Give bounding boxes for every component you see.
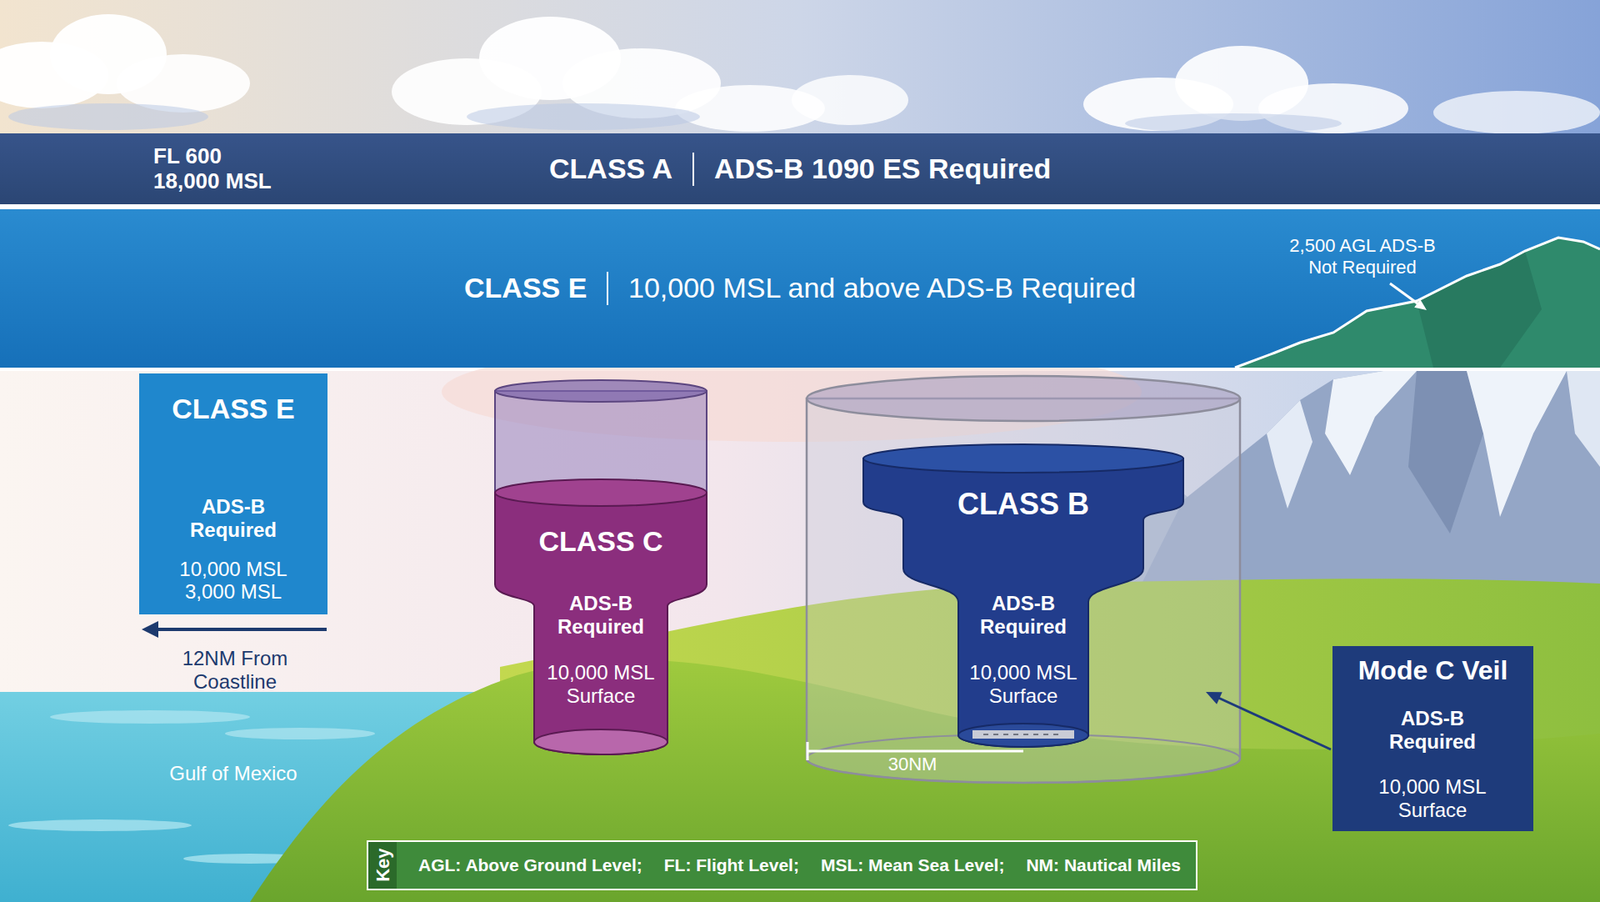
- mode-c-veil-box: Mode C VeilADS-B Required 10,000 MSL Surf…: [1332, 645, 1534, 831]
- key-entry: AGL: Above Ground Level;: [418, 855, 643, 875]
- class-e-band: CLASS E 10,000 MSL and above ADS-B Requir…: [0, 209, 1600, 368]
- key-entry: FL: Flight Level;: [664, 855, 800, 875]
- airspace-title: CLASS A: [549, 152, 673, 185]
- key-heading: Key: [371, 848, 393, 882]
- airspace-title: CLASS B: [862, 486, 1185, 521]
- mountain-snow: [1266, 400, 1313, 509]
- separator-bar: [692, 152, 695, 186]
- key-box: Key AGL: Above Ground Level; FL: Flight Le…: [366, 840, 1198, 890]
- coastline-arrow-shaft: [155, 627, 327, 631]
- key-strip: Key: [368, 841, 397, 889]
- mountain-snow: [1566, 370, 1600, 467]
- callout-arrow-shaft: [1390, 283, 1418, 304]
- cylinder-top: [495, 380, 707, 402]
- wave: [50, 710, 250, 724]
- cloud: [791, 75, 909, 125]
- wave: [8, 819, 192, 831]
- radius-tick: [806, 741, 810, 760]
- coastline-arrow-head: [141, 620, 159, 638]
- water-label: Gulf of Mexico: [141, 761, 325, 785]
- cloud: [116, 54, 250, 113]
- altitude-range: 10,000 MSL 3,000 MSL: [170, 558, 296, 604]
- requirement-text: 10,000 MSL and above ADS-B Required: [628, 271, 1136, 305]
- requirement-text: ADS-B Required: [1378, 706, 1487, 753]
- clouds: [0, 14, 1600, 135]
- airspace-title: CLASS E: [139, 392, 328, 425]
- cylinder-upper: [495, 390, 707, 506]
- cylinder-body: [863, 458, 1184, 747]
- airspace-title: CLASS E: [464, 271, 587, 305]
- key-entry: MSL: Mean Sea Level;: [820, 855, 1005, 875]
- band-mountain-shade: [1416, 250, 1542, 368]
- veil-cylinder-top: [806, 375, 1240, 421]
- cloud-shadow: [466, 103, 700, 130]
- requirement-text: ADS-B Required: [175, 495, 292, 541]
- altitude-range: 10,000 MSL Surface: [960, 660, 1086, 707]
- veil-title: Mode C Veil: [1332, 655, 1534, 686]
- class-b-cylinder: CLASS B ADS-B Required 10,000 MSL Surface: [862, 443, 1185, 752]
- cylinder-body: [495, 492, 707, 755]
- mountain-snow: [1325, 370, 1417, 475]
- class-c-cylinder: CLASS C ADS-B Required 10,000 MSL Surface: [494, 379, 708, 756]
- dimension-label: 30NM: [870, 753, 955, 775]
- cylinder-base: [534, 729, 668, 755]
- mountain-ridge: [1235, 237, 1600, 368]
- distance-note: 12NM From Coastline: [172, 646, 298, 693]
- airspace-title: CLASS C: [494, 525, 708, 558]
- cloud-shadows: [8, 103, 1342, 134]
- cloud-shadow: [1125, 113, 1342, 134]
- callout-note: 2,500 AGL ADS-B Not Required: [1279, 235, 1446, 280]
- requirement-text: ADS-B Required: [960, 591, 1086, 638]
- cylinder-base: [958, 723, 1089, 747]
- veil-cylinder-side: [806, 398, 1240, 783]
- separator-bar: [606, 271, 609, 305]
- cylinder-top: [863, 444, 1184, 473]
- wave: [225, 727, 375, 740]
- callout-arrow-head: [1414, 299, 1427, 310]
- cloud-shadow: [8, 103, 209, 130]
- requirement-text: ADS-B Required: [538, 591, 664, 638]
- altitude-range: 10,000 MSL Surface: [1370, 775, 1495, 821]
- veil-leader-line: [1218, 697, 1331, 750]
- mountain-snow: [1466, 370, 1567, 517]
- lower-sky: [0, 370, 1600, 902]
- requirement-text: ADS-B 1090 ES Required: [714, 152, 1051, 185]
- altitude-range: 10,000 MSL Surface: [538, 660, 664, 707]
- cloud: [1433, 90, 1600, 135]
- key-entry: NM: Nautical Miles: [1025, 855, 1181, 875]
- class-a-band: FL 600 18,000 MSL CLASS A ADS-B 1090 ES Re…: [0, 133, 1600, 205]
- mountain-shade: [1408, 370, 1484, 534]
- veil-leader-head: [1205, 691, 1223, 705]
- class-e-box: CLASS E ADS-B Required 10,000 MSL 3,000 MS…: [139, 373, 328, 615]
- altitude-label: FL 600 18,000 MSL: [153, 144, 287, 195]
- runway-marking: [983, 733, 1063, 735]
- upper-sky: [0, 0, 1600, 134]
- radius-line: [807, 750, 1024, 753]
- cylinder-shelf-top: [495, 479, 707, 506]
- runway: [972, 730, 1075, 739]
- band-mountain: [1235, 237, 1600, 368]
